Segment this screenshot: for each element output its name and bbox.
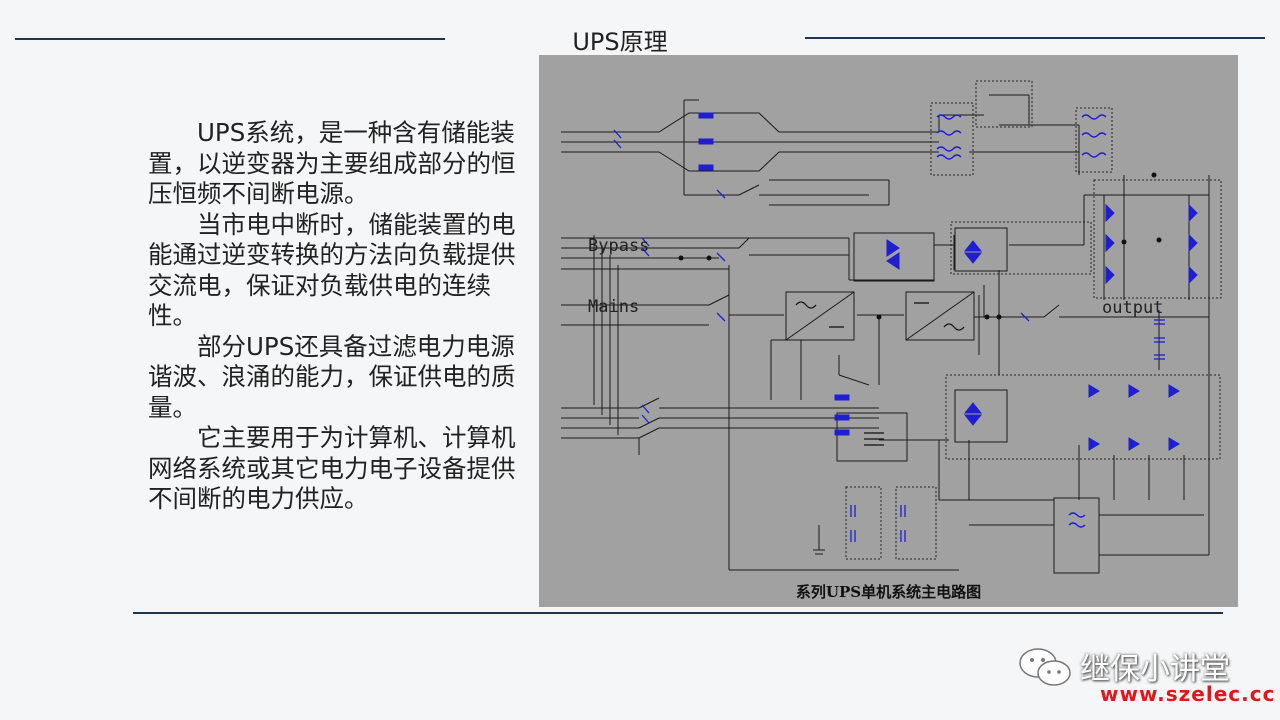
footer-rule: [133, 612, 1223, 614]
output-label: output: [1102, 298, 1164, 318]
paragraph-usage: 它主要用于为计算机、计算机网络系统或其它电力电子设备提供不间断的电力供应。: [148, 423, 516, 513]
bypass-label: Bypass: [588, 236, 650, 256]
brand-url: www.szelec.cc: [1100, 682, 1276, 706]
mains-label: Mains: [588, 297, 640, 317]
paragraph-outage: 当市电中断时，储能装置的电能通过逆变转换的方法向负载提供交流电，保证对负载供电的…: [148, 209, 516, 331]
body-text: UPS系统，是一种含有储能装置，以逆变器为主要组成部分的恒压恒频不间断电源。 当…: [148, 118, 520, 515]
paragraph-definition: UPS系统，是一种含有储能装置，以逆变器为主要组成部分的恒压恒频不间断电源。: [148, 118, 516, 208]
circuit-schematic: [561, 80, 1222, 574]
slide-title: UPS原理: [572, 28, 668, 56]
paragraph-filtering: 部分UPS还具备过滤电力电源谐波、浪涌的能力，保证供电的质量。: [148, 331, 516, 422]
header-rule-left: [15, 38, 445, 40]
brand-name: 继保小讲堂: [1080, 652, 1230, 687]
wechat-icon: [1019, 648, 1071, 686]
ups-circuit-diagram: Bypass Mains output 系列UPS单机系统主电路图: [539, 55, 1238, 607]
header-rule-right: [805, 37, 1265, 39]
diagram-caption: 系列UPS单机系统主电路图: [795, 583, 982, 601]
brand-watermark: 继保小讲堂 www.szelec.cc: [1018, 642, 1274, 712]
